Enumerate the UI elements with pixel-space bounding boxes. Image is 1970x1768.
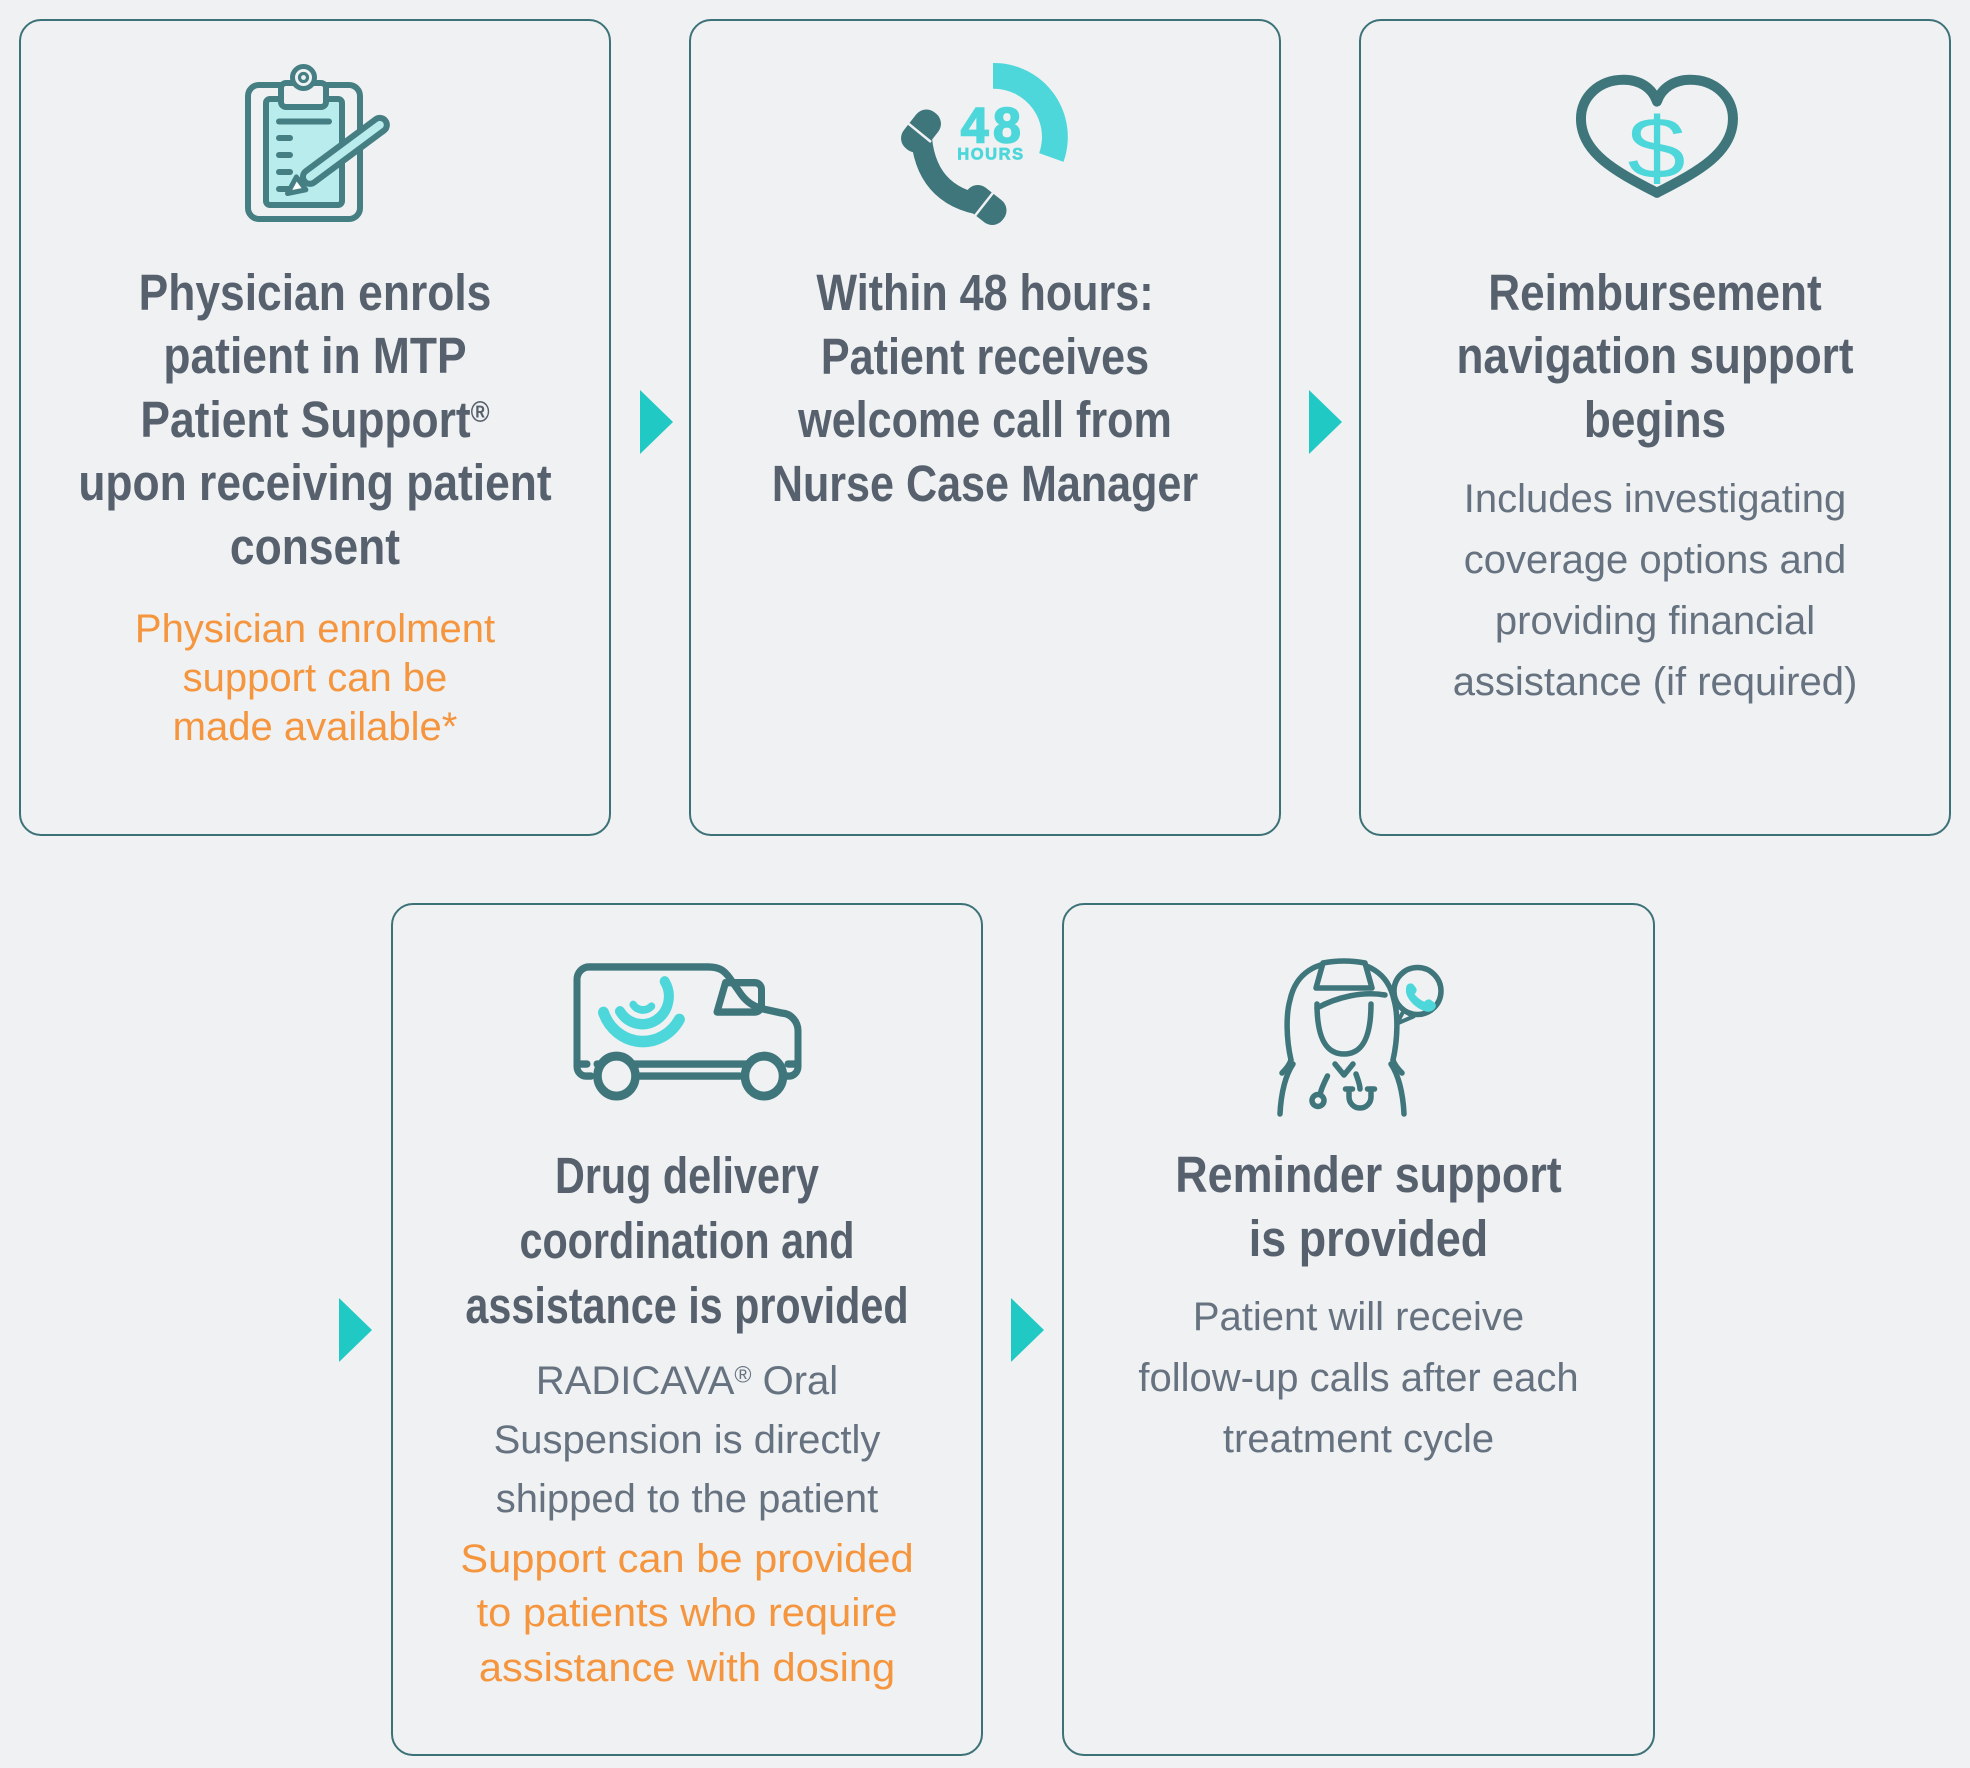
svg-text:48: 48	[961, 98, 1026, 154]
svg-text:HOURS: HOURS	[957, 146, 1025, 164]
svg-text:$: $	[1627, 100, 1685, 197]
